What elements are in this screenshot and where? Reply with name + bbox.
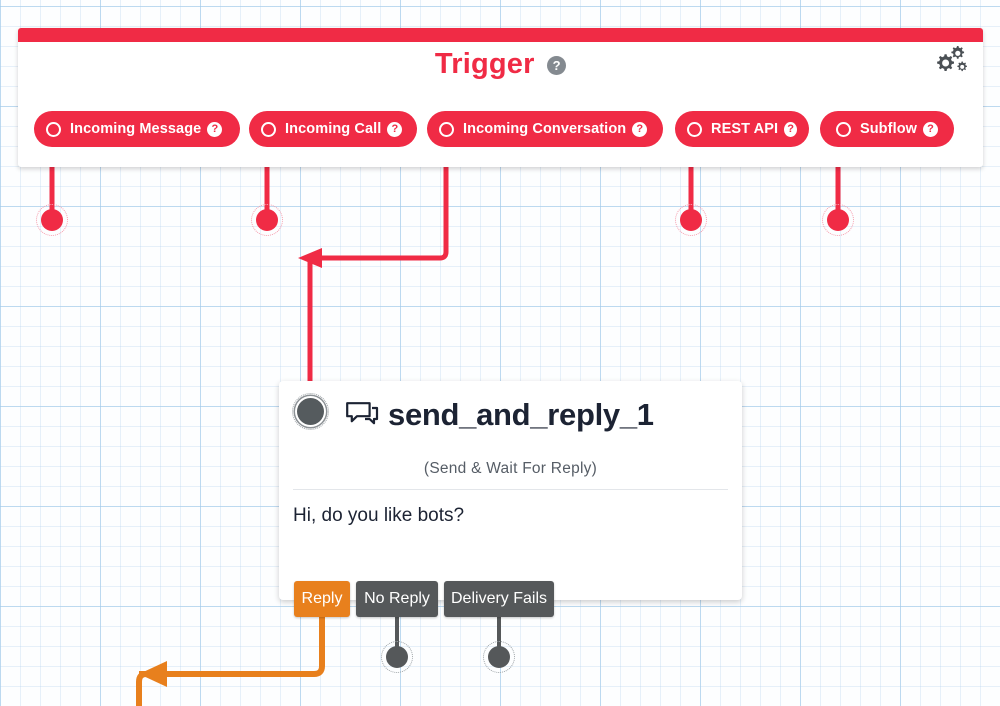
node-subtitle: (Send & Wait For Reply) [423,460,598,477]
comments-icon [346,402,379,425]
trigger-panel-accent-bar [18,28,983,42]
outcome-button-reply[interactable]: Reply [294,581,350,617]
question-circle-icon[interactable]: ? [923,121,939,137]
trigger-port-incoming-message[interactable] [36,204,68,236]
page-title: Trigger [434,48,535,80]
wire-incoming-conversation-arrowhead [298,248,322,268]
trigger-pill-label: Subflow [859,121,918,137]
radio-circle-icon [687,121,702,137]
node-divider [293,489,728,490]
question-circle-icon[interactable]: ? [207,121,223,137]
radio-circle-icon [835,121,851,137]
outcome-label: Delivery Fails [451,590,548,607]
radio-circle-icon [439,121,454,137]
radio-circle-icon [46,121,61,137]
outcome-button-delivery-fails[interactable]: Delivery Fails [444,581,554,617]
trigger-pill-rest-api[interactable]: REST API ? [675,111,809,147]
outcome-label: No Reply [364,590,430,607]
node-header: send_and_reply_1 [345,393,732,437]
wire-reply-tail [136,671,147,706]
outcome-port-delivery-fails[interactable] [483,641,515,673]
node-title: send_and_reply_1 [388,397,654,432]
wire-incoming-conversation [322,147,449,261]
question-circle-icon[interactable]: ? [632,121,648,137]
trigger-pill-subflow[interactable]: Subflow ? [820,111,954,147]
outcome-port-no-reply[interactable] [381,641,413,673]
outcome-button-no-reply[interactable]: No Reply [356,581,438,617]
trigger-title-row: Trigger ? [18,48,983,81]
trigger-pill-label: Incoming Message [70,121,202,137]
trigger-pill-incoming-message[interactable]: Incoming Message ? [34,111,240,147]
question-circle-icon[interactable]: ? [387,121,403,137]
node-card-send-and-reply[interactable]: send_and_reply_1 (Send & Wait For Reply)… [279,381,742,600]
trigger-port-incoming-call[interactable] [251,204,283,236]
wire-reply [166,617,325,677]
outcome-label: Reply [301,590,343,607]
trigger-pill-incoming-conversation[interactable]: Incoming Conversation ? [427,111,663,147]
trigger-pill-label: REST API [711,121,779,137]
wire-reply-arrowhead [139,661,167,687]
trigger-pill-incoming-call[interactable]: Incoming Call ? [249,111,417,147]
node-message-text: Hi, do you like bots? [293,505,465,526]
question-circle-icon[interactable]: ? [784,121,797,137]
gears-icon[interactable] [931,44,969,78]
trigger-port-rest-api[interactable] [675,204,707,236]
node-input-port[interactable] [292,393,329,430]
trigger-pill-label: Incoming Conversation [463,121,627,137]
trigger-port-subflow[interactable] [822,204,854,236]
trigger-pill-label: Incoming Call [285,121,382,137]
radio-circle-icon [261,121,276,137]
question-circle-icon[interactable]: ? [547,56,567,75]
